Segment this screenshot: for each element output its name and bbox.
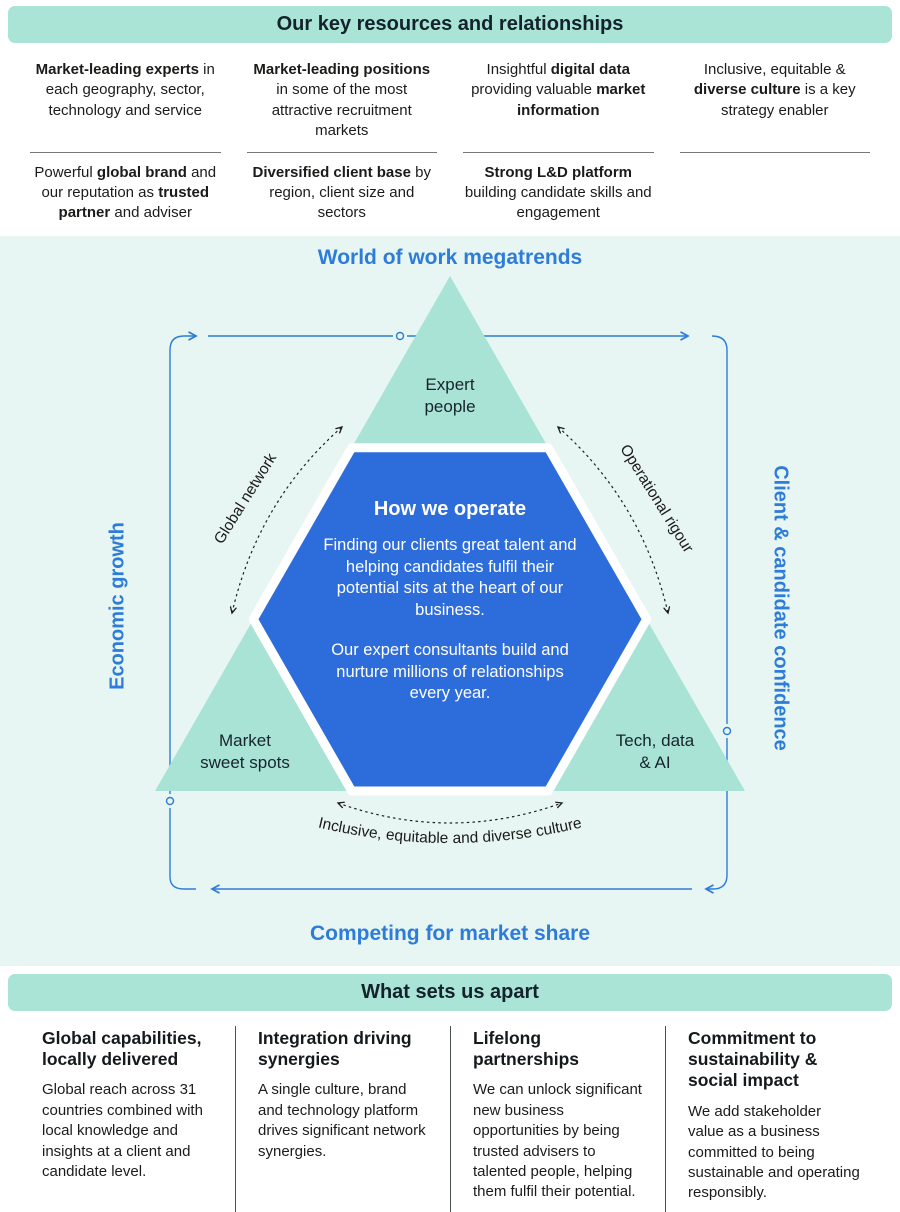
megatrends-label: World of work megatrends <box>317 245 583 269</box>
environment-frame-arrows <box>165 331 732 894</box>
client-confidence-label: Client & candidate confidence <box>769 464 792 751</box>
apart-grid: Global capabilities, locally delivered G… <box>0 1010 900 1212</box>
how-we-operate-hexagon <box>248 442 652 796</box>
arc-label-culture: Inclusive, equitable and diverse culture <box>317 814 584 846</box>
apart-col-integration: Integration driving synergies A single c… <box>235 1025 450 1212</box>
culture-network-arcs <box>229 425 671 824</box>
resource-item-digital-data: Insightful digital data providing valuab… <box>463 60 654 153</box>
bottom-banner: What sets us apart <box>8 973 892 1011</box>
apart-col-global-capabilities: Global capabilities, locally delivered G… <box>20 1026 235 1212</box>
how-we-operate-title: How we operate <box>373 497 527 520</box>
triangle-label-tech-data-ai: Tech, data & AI <box>615 730 695 772</box>
svg-text:Inclusive, equitable and diver: Inclusive, equitable and diverse culture <box>317 814 584 846</box>
resource-item-positions: Market-leading positions in some of the … <box>246 60 437 153</box>
apart-body: We can unlock significant new business o… <box>473 1081 642 1201</box>
how-we-operate-paragraph-2: Our expert consultants build and nurture… <box>331 640 569 703</box>
top-banner: Our key resources and relationships <box>8 6 892 43</box>
resource-item-ld-platform: Strong L&D platform building candidate s… <box>464 163 652 222</box>
culture-arc <box>336 801 564 824</box>
apart-body: We add stakeholder value as a business c… <box>688 1102 860 1202</box>
frame-node-right <box>722 726 732 735</box>
resource-item-client-base: Diversified client base by region, clien… <box>252 163 431 222</box>
apart-col-sustainability: Commitment to sustainability & social im… <box>665 1025 880 1212</box>
top-banner-title: Our key resources and relationships <box>276 13 624 35</box>
apart-heading: Commitment to sustainability & social im… <box>688 1027 818 1091</box>
resource-item-experts: Market-leading experts in each geography… <box>30 60 221 153</box>
economic-growth-label: Economic growth <box>106 521 129 690</box>
resources-grid: Market-leading experts in each geography… <box>0 43 900 236</box>
triangle-label-market-sweet-spots: Market sweet spots <box>200 730 290 772</box>
frame-node-top <box>395 331 405 340</box>
diagram-canvas: Inclusive, equitable and diverse culture <box>155 275 745 894</box>
resource-item-global-brand: Powerful global brand and our reputation… <box>34 163 217 222</box>
apart-col-lifelong-partnerships: Lifelong partnerships We can unlock sign… <box>450 1025 665 1212</box>
hexagon-content: How we operate Finding our clients great… <box>300 498 600 723</box>
apart-heading: Global capabilities, locally delivered <box>42 1027 202 1070</box>
resource-item-diverse-culture: Inclusive, equitable & diverse culture i… <box>679 60 870 153</box>
business-model-diagram: Inclusive, equitable and diverse culture… <box>0 235 900 966</box>
triangle-label-expert-people: Expert people <box>424 374 476 416</box>
page: Our key resources and relationships Mark… <box>0 6 900 1212</box>
market-share-label: Competing for market share <box>309 921 591 945</box>
how-we-operate-paragraph-1: Finding our clients great talent and hel… <box>323 535 577 620</box>
resource-item-empty <box>680 153 871 224</box>
apart-heading: Lifelong partnerships <box>473 1027 579 1070</box>
frame-node-left <box>165 796 175 805</box>
bottom-banner-title: What sets us apart <box>361 980 539 1003</box>
apart-heading: Integration driving synergies <box>258 1027 412 1070</box>
operational-rigour-arc <box>556 425 671 615</box>
apart-body: Global reach across 31 countries combine… <box>42 1081 203 1180</box>
global-network-arc <box>229 425 344 615</box>
apart-body: A single culture, brand and technology p… <box>258 1081 426 1160</box>
